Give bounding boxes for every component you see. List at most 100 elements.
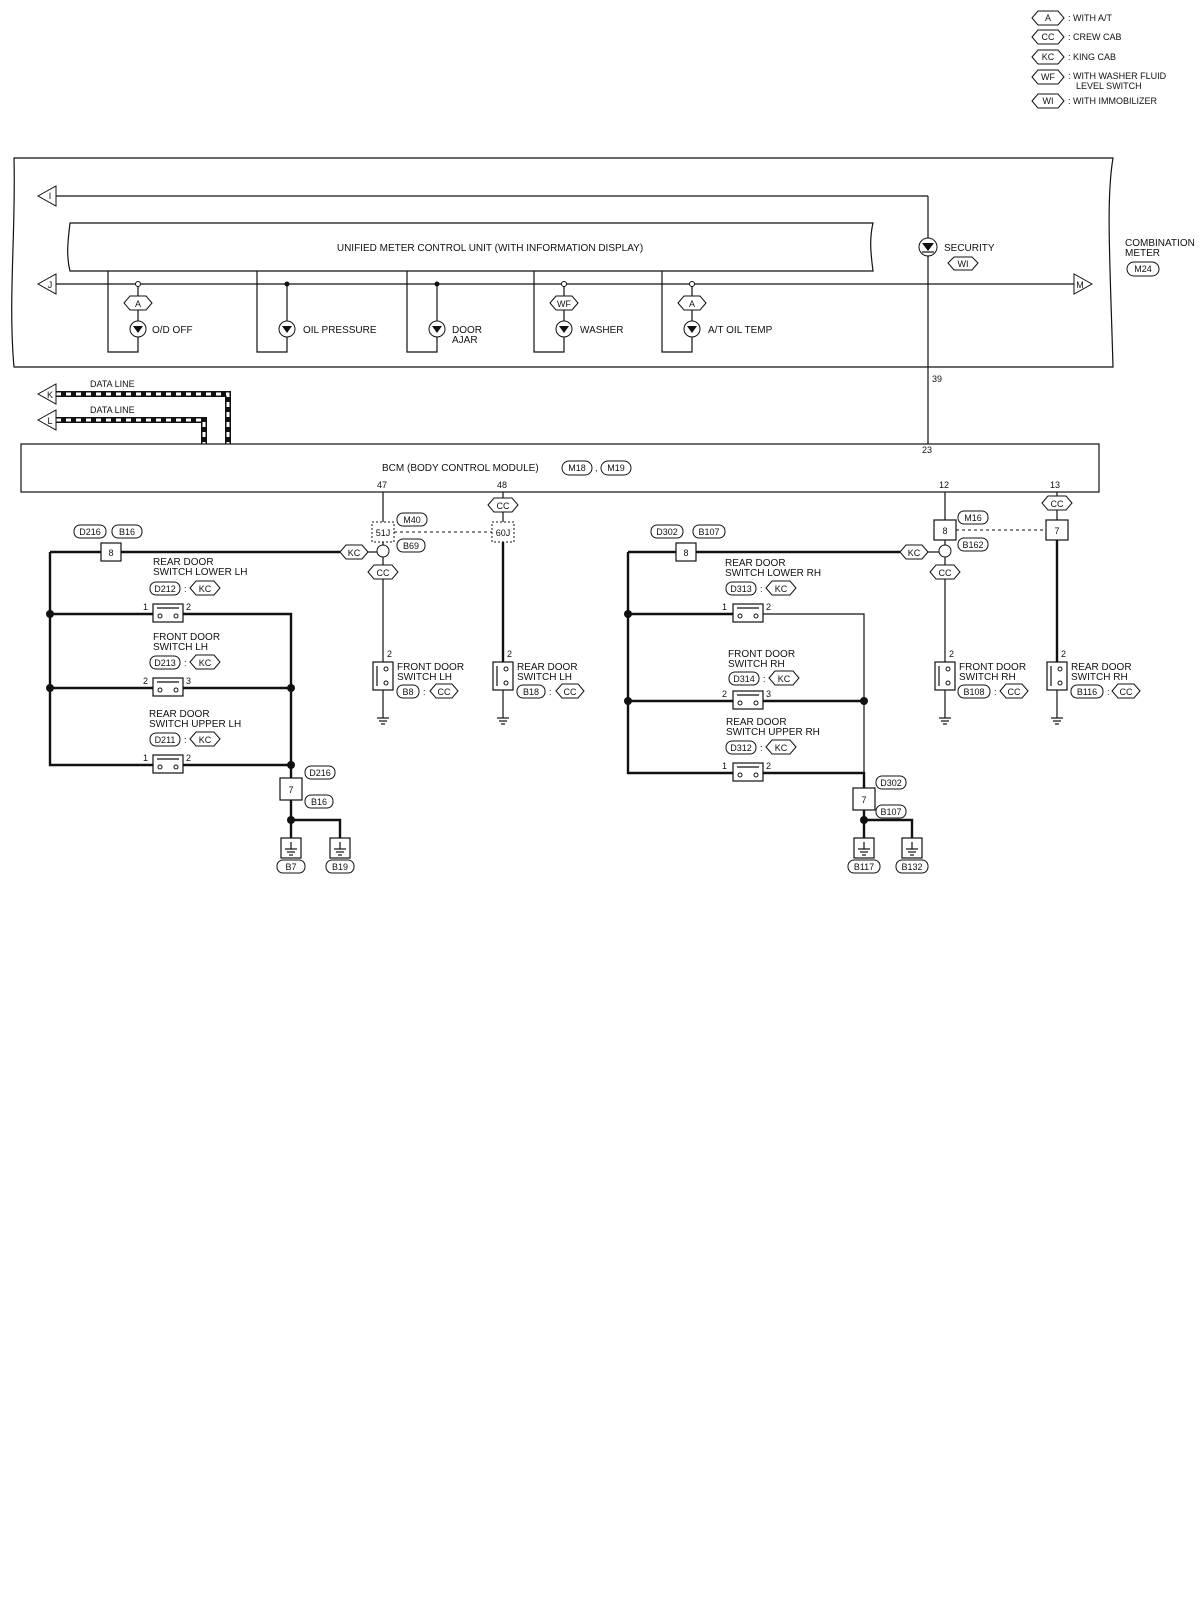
svg-text:2: 2 [766,602,771,612]
svg-text:B132: B132 [901,862,922,872]
svg-text:2: 2 [1061,649,1066,659]
svg-text:A: A [689,299,695,309]
svg-text:UNIFIED METER CONTROL UNIT (WI: UNIFIED METER CONTROL UNIT (WITH INFORMA… [337,243,643,254]
svg-text:LEVEL SWITCH: LEVEL SWITCH [1076,81,1142,91]
svg-text:D211: D211 [155,735,176,745]
svg-text:OIL PRESSURE: OIL PRESSURE [303,325,377,336]
svg-text:2: 2 [507,649,512,659]
svg-text::: : [184,658,187,668]
svg-text:SWITCH LH: SWITCH LH [153,642,208,653]
svg-text:D212: D212 [154,584,176,594]
svg-text:J: J [48,280,53,290]
svg-text:CC: CC [377,568,390,578]
svg-text:B162: B162 [962,540,983,550]
rear-door-switch-upper-lh: REAR DOOR SWITCH UPPER LH D211 : KC 1 2 [143,709,241,774]
svg-text:WI: WI [1043,96,1054,106]
svg-text:: WITH A/T: : WITH A/T [1068,13,1113,23]
svg-text:D216: D216 [309,768,331,778]
ground-b7: B7 [276,837,306,874]
svg-text:CC: CC [1042,32,1055,42]
svg-text:1: 1 [143,753,148,763]
svg-text:2: 2 [186,602,191,612]
svg-text:KC: KC [778,674,791,684]
indicator-door-ajar: DOOR AJAR [406,271,482,353]
svg-text::: : [763,674,766,684]
svg-text:SWITCH LH: SWITCH LH [397,672,452,683]
ground-b117: B117 [847,837,881,874]
svg-text:REAR DOOR: REAR DOOR [726,717,787,728]
svg-text:A: A [135,299,141,309]
right-door-circuit: D302 B107 8 REAR DOOR SWITCH LOWER RH D3… [624,492,1141,874]
svg-text:2: 2 [387,649,392,659]
ground-b132: B132 [895,837,929,874]
svg-text:SWITCH UPPER LH: SWITCH UPPER LH [149,719,241,730]
svg-text:: WITH WASHER FLUID: : WITH WASHER FLUID [1068,71,1167,81]
svg-text:47: 47 [377,480,387,490]
svg-text:FRONT DOOR: FRONT DOOR [728,649,795,660]
svg-text:23: 23 [922,445,932,455]
rear-door-switch-upper-rh: REAR DOOR SWITCH UPPER RH D312 : KC 1 2 [722,717,820,782]
svg-text:B107: B107 [698,527,719,537]
svg-text:O/D OFF: O/D OFF [152,325,193,336]
svg-text:CC: CC [497,501,510,511]
ground-b19: B19 [325,837,355,874]
svg-text:KC: KC [775,743,788,753]
svg-text:SWITCH RH: SWITCH RH [1071,672,1128,683]
legend-item-wf: WF : WITH WASHER FLUID LEVEL SWITCH [1031,69,1167,91]
svg-text:8: 8 [108,548,113,558]
connector-arrow-k [36,383,57,405]
svg-text:M: M [1076,280,1084,290]
svg-text:2: 2 [949,649,954,659]
svg-text:KC: KC [348,548,361,558]
svg-text:CC: CC [939,568,952,578]
svg-text:SWITCH RH: SWITCH RH [959,672,1016,683]
indicator-od-off: A O/D OFF [107,271,193,353]
svg-text:SECURITY: SECURITY [944,243,995,254]
svg-text:CC: CC [564,687,577,697]
rear-door-switch-lh-cc: 2 REAR DOOR SWITCH LH B18 : CC [492,649,585,725]
svg-text::: : [760,584,763,594]
front-door-switch-lh-kc: FRONT DOOR SWITCH LH D213 : KC 2 3 [143,632,221,697]
svg-text:: WITH IMMOBILIZER: : WITH IMMOBILIZER [1068,96,1157,106]
svg-text::: : [184,735,187,745]
svg-text:D312: D312 [730,743,752,753]
svg-text:WI: WI [958,259,969,269]
data-lines: K L DATA LINE DATA LINE 39 40 [36,379,234,455]
svg-text:2: 2 [143,676,148,686]
svg-text:SWITCH RH: SWITCH RH [728,659,785,670]
unified-meter-control-unit [67,222,874,272]
svg-text:12: 12 [939,480,949,490]
indicator-oil-pressure: OIL PRESSURE [256,271,377,353]
svg-text:DOOR: DOOR [452,325,482,336]
svg-text:M24: M24 [1134,264,1152,274]
legend: A : WITH A/T CC : CREW CAB KC : KING CAB… [1031,10,1167,109]
svg-text:METER: METER [1125,248,1160,259]
svg-text:D216: D216 [79,527,101,537]
svg-text:13: 13 [1050,480,1060,490]
svg-text:: CREW CAB: : CREW CAB [1068,32,1122,42]
combination-meter: COMBINATION METER M24 I UNIFIED METER CO… [11,157,1195,444]
svg-text:M16: M16 [964,513,982,523]
svg-text:KC: KC [1042,52,1055,62]
svg-text:KC: KC [908,548,921,558]
svg-text:DATA LINE: DATA LINE [90,405,135,415]
svg-text:SWITCH UPPER RH: SWITCH UPPER RH [726,727,820,738]
svg-text:B16: B16 [311,797,327,807]
svg-text:REAR DOOR: REAR DOOR [725,558,786,569]
svg-text:B8: B8 [402,687,413,697]
svg-text:WF: WF [557,299,571,309]
legend-item-kc: KC : KING CAB [1031,49,1116,65]
svg-text:REAR DOOR: REAR DOOR [517,662,578,673]
svg-text:: KING CAB: : KING CAB [1068,52,1116,62]
svg-text:1: 1 [722,602,727,612]
svg-text:KC: KC [199,658,212,668]
svg-text:K: K [47,390,53,400]
svg-text:WF: WF [1041,72,1055,82]
svg-text:B19: B19 [332,862,348,872]
svg-text:3: 3 [766,689,771,699]
svg-text:51J: 51J [376,528,391,538]
svg-text:REAR DOOR: REAR DOOR [149,709,210,720]
front-door-switch-lh-cc: 2 FRONT DOOR SWITCH LH B8 : CC [372,649,464,725]
svg-text:REAR DOOR: REAR DOOR [153,557,214,568]
